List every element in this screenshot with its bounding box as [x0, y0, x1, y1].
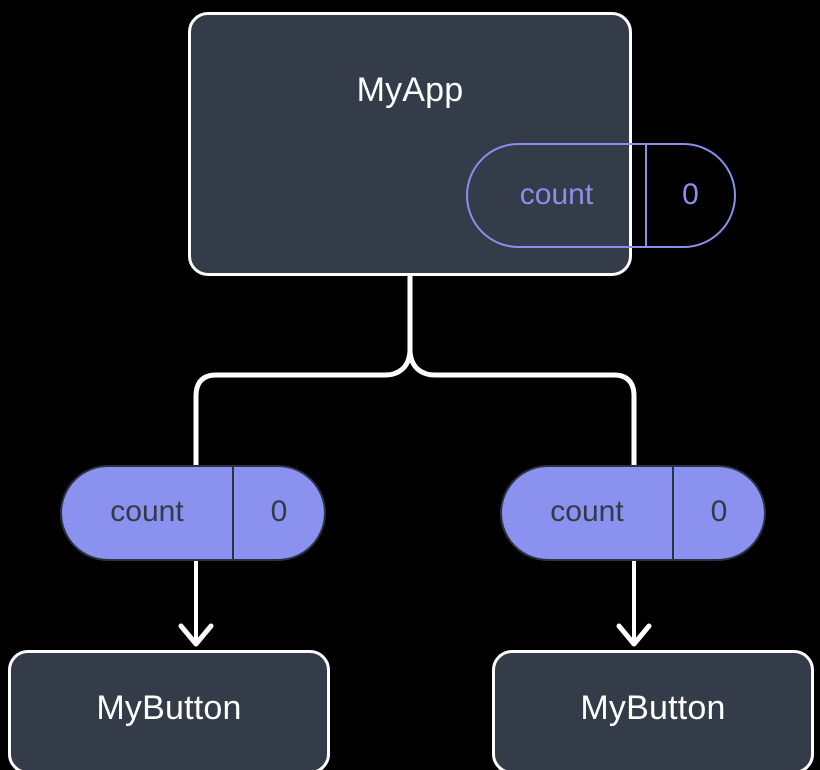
component-label-mybutton: MyButton — [580, 689, 726, 727]
wire-arrow-left-head — [178, 623, 214, 647]
state-pill-value: 0 — [682, 177, 699, 211]
state-pill-value: 0 — [710, 495, 728, 528]
state-pill-branch-right[interactable]: count 0 — [500, 465, 766, 561]
component-box-mybutton-left[interactable]: MyButton — [8, 650, 330, 770]
component-label-mybutton: MyButton — [96, 689, 242, 727]
state-pill-key: count — [502, 467, 674, 559]
state-pill-myapp[interactable]: count 0 — [466, 143, 736, 248]
wire-arrow-right-head — [616, 623, 652, 647]
component-label-myapp: MyApp — [356, 71, 464, 109]
component-box-mybutton-right[interactable]: MyButton — [492, 650, 814, 770]
state-pill-branch-left[interactable]: count 0 — [60, 465, 326, 561]
wire-branch-right — [407, 348, 637, 471]
state-pill-key: count — [62, 467, 234, 559]
wire-branch-left — [193, 348, 413, 471]
state-pill-value: 0 — [270, 495, 288, 528]
state-pill-key: count — [468, 145, 647, 246]
component-box-myapp[interactable]: MyApp count 0 — [188, 12, 736, 276]
